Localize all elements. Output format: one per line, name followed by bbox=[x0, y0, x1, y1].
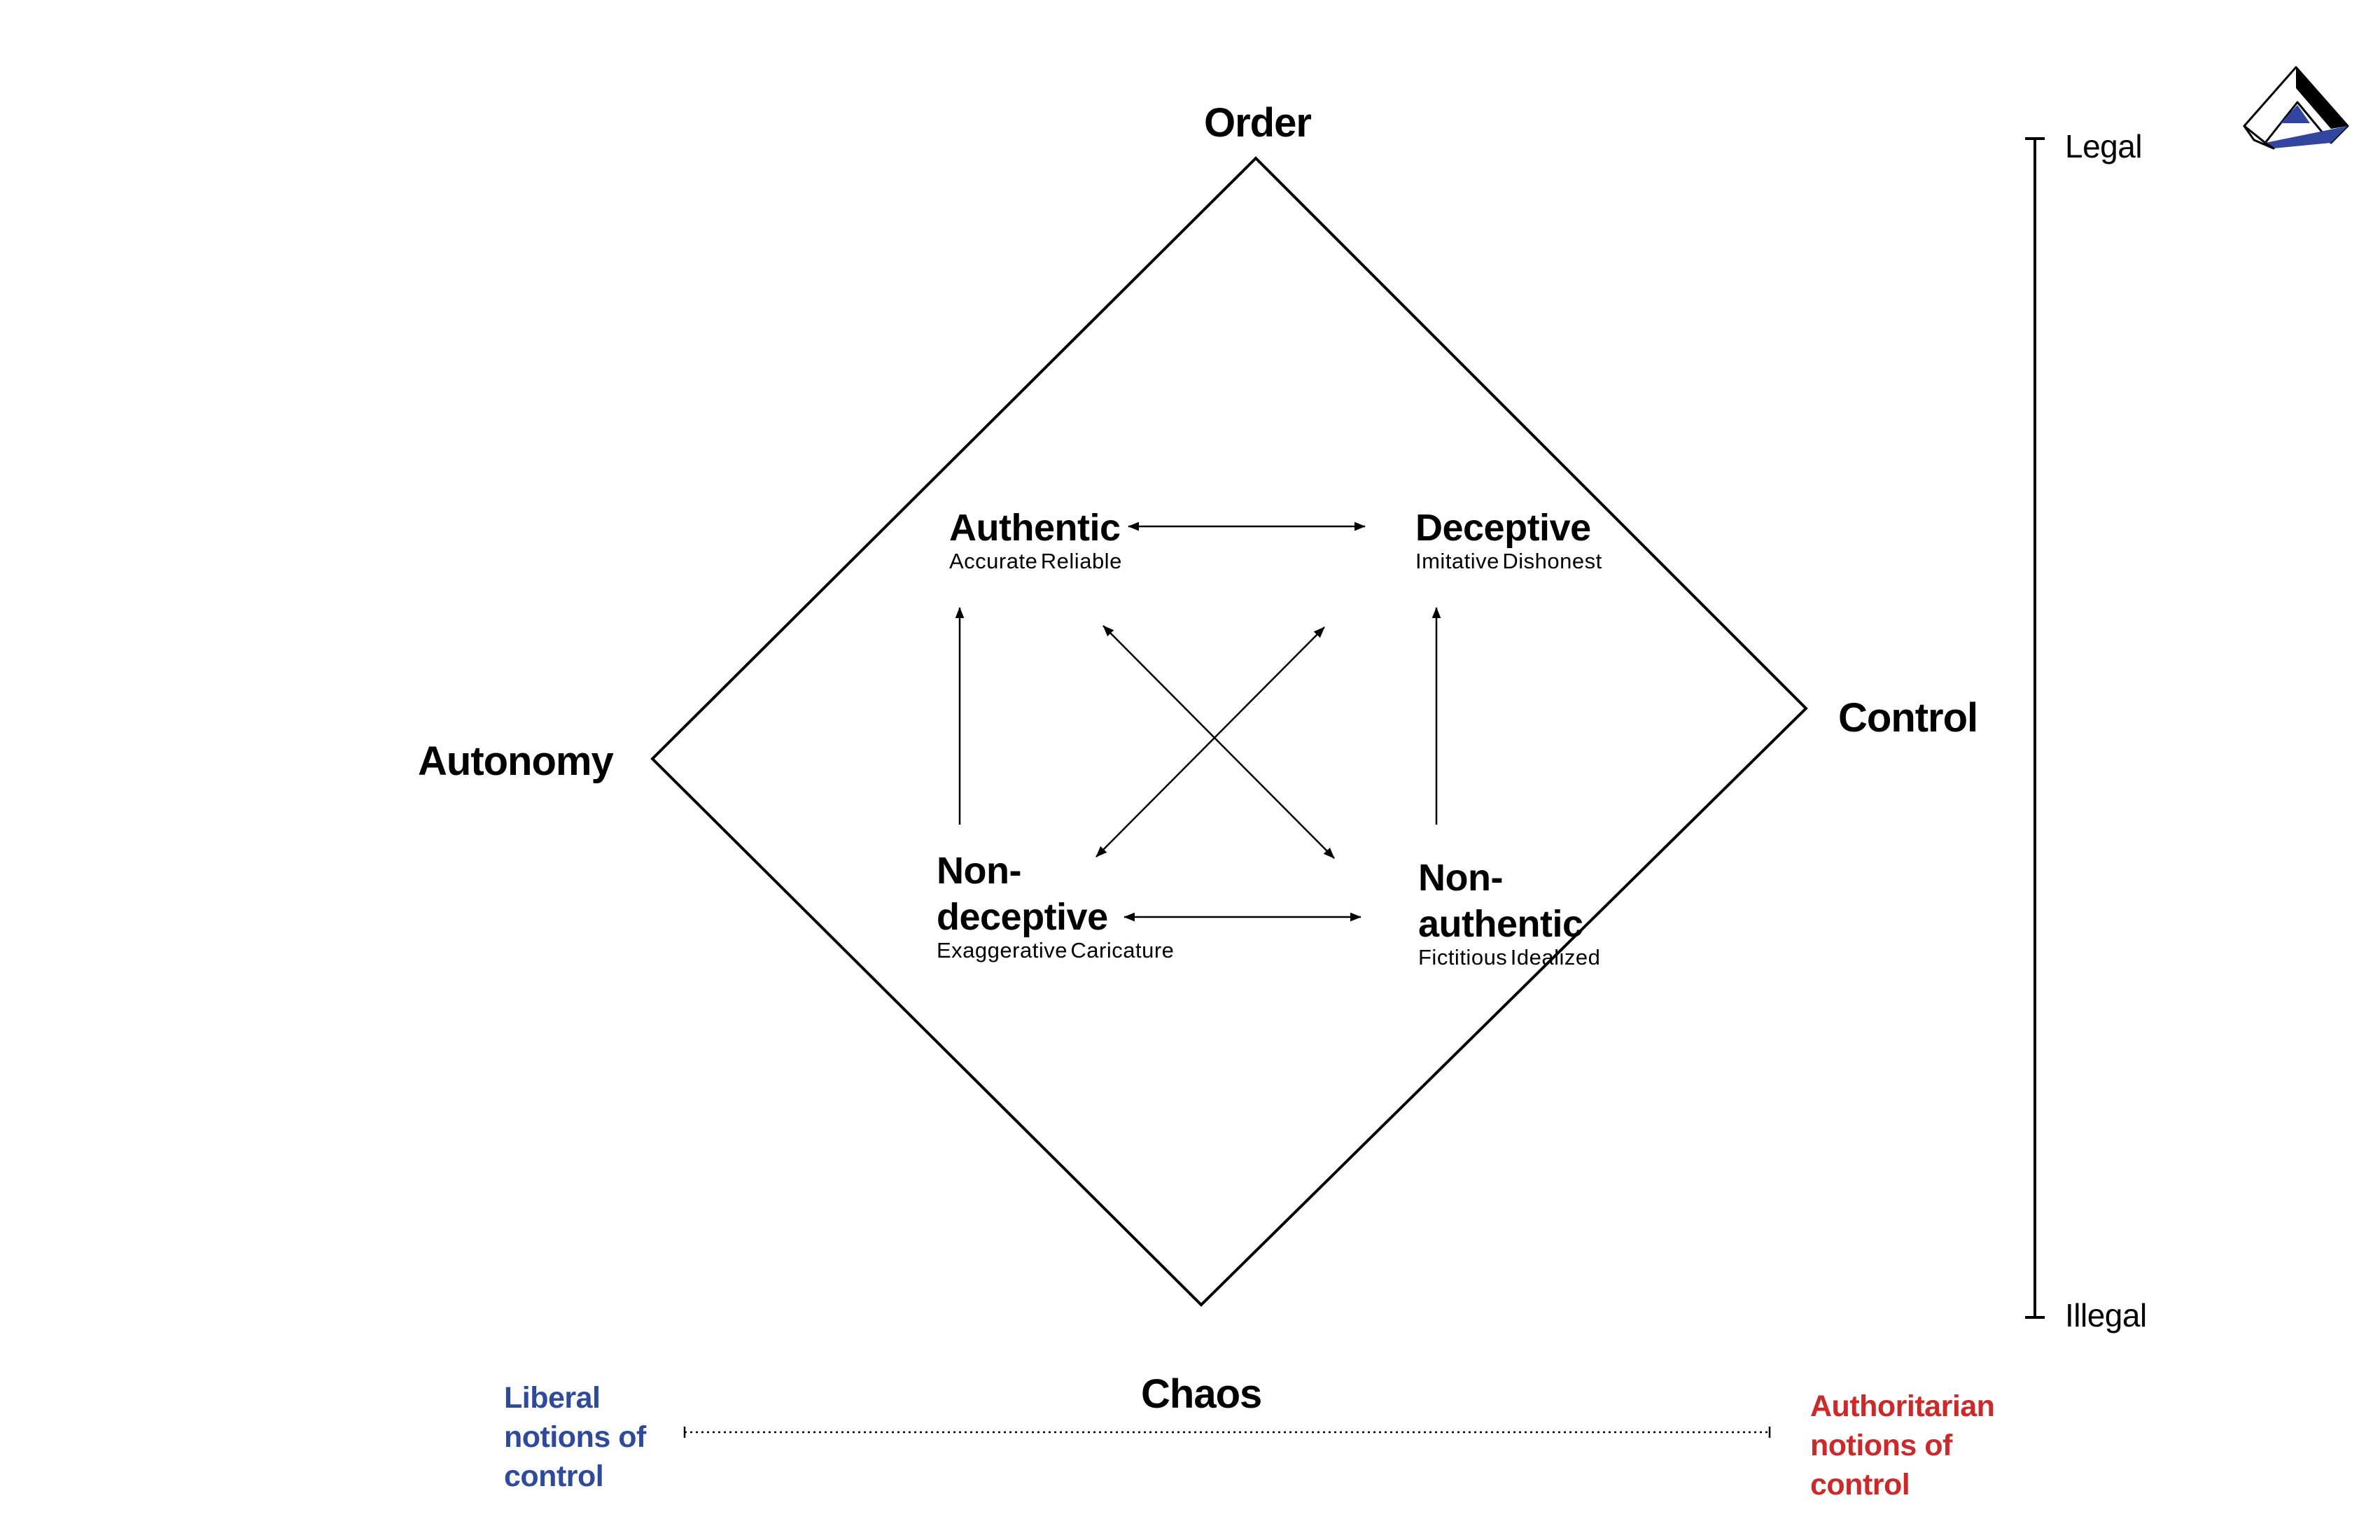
notion-line: control bbox=[1810, 1467, 1910, 1502]
authoritarian-notions-label: Authoritarian notions of control bbox=[1810, 1387, 1995, 1505]
quadrant-title-line: Non- bbox=[937, 850, 1021, 892]
quadrant-title: Deceptive bbox=[1415, 507, 1591, 549]
notion-line: control bbox=[504, 1459, 604, 1493]
diamond-frame bbox=[650, 156, 1808, 1307]
quadrant-descriptor: Idealized bbox=[1510, 944, 1601, 969]
quadrant-descriptor: Reliable bbox=[1040, 548, 1122, 573]
quadrant-descriptor: Fictitious bbox=[1418, 944, 1508, 969]
logo-triangle-icon bbox=[2243, 66, 2349, 150]
quadrant-non-authentic: Non- authentic Fictitious Idealized bbox=[1418, 855, 1600, 972]
quadrant-non-deceptive: Non- deceptive Exaggerative Caricature bbox=[937, 848, 1174, 965]
notion-line: notions of bbox=[1810, 1428, 1952, 1462]
quadrant-title: Authentic bbox=[949, 507, 1121, 549]
quadrant-title-line: Non- bbox=[1418, 857, 1503, 899]
pole-autonomy-label: Autonomy bbox=[418, 738, 614, 784]
quadrant-deceptive: Deceptive Imitative Dishonest bbox=[1415, 505, 1602, 576]
pole-control-label: Control bbox=[1838, 695, 1978, 741]
quadrant-descriptor: Exaggerative bbox=[937, 937, 1068, 962]
scale-illegal-label: Illegal bbox=[2065, 1297, 2147, 1334]
pole-chaos-label: Chaos bbox=[1141, 1371, 1262, 1417]
arrow-diagonal-deceptive-nondeceptive bbox=[1096, 626, 1325, 858]
liberal-notions-label: Liberal notions of control bbox=[504, 1379, 646, 1497]
notion-line: notions of bbox=[504, 1420, 646, 1454]
quadrant-descriptor: Dishonest bbox=[1502, 548, 1602, 573]
notion-line: Liberal bbox=[504, 1381, 601, 1415]
quadrant-title-line: authentic bbox=[1418, 902, 1583, 945]
quadrant-descriptor: Imitative bbox=[1415, 548, 1499, 573]
arrow-diagonal-authentic-nonauthentic bbox=[1102, 625, 1335, 859]
notion-line: Authoritarian bbox=[1810, 1390, 1995, 1423]
scale-legal-label: Legal bbox=[2065, 128, 2143, 164]
quadrant-title-line: deceptive bbox=[937, 895, 1108, 938]
legality-scale-bar bbox=[2025, 137, 2045, 1319]
quadrant-authentic: Authentic Accurate Reliable bbox=[949, 505, 1122, 576]
pole-order-label: Order bbox=[1204, 100, 1312, 146]
quadrant-descriptor: Caricature bbox=[1070, 937, 1175, 962]
quadrant-descriptor: Accurate bbox=[949, 548, 1038, 573]
